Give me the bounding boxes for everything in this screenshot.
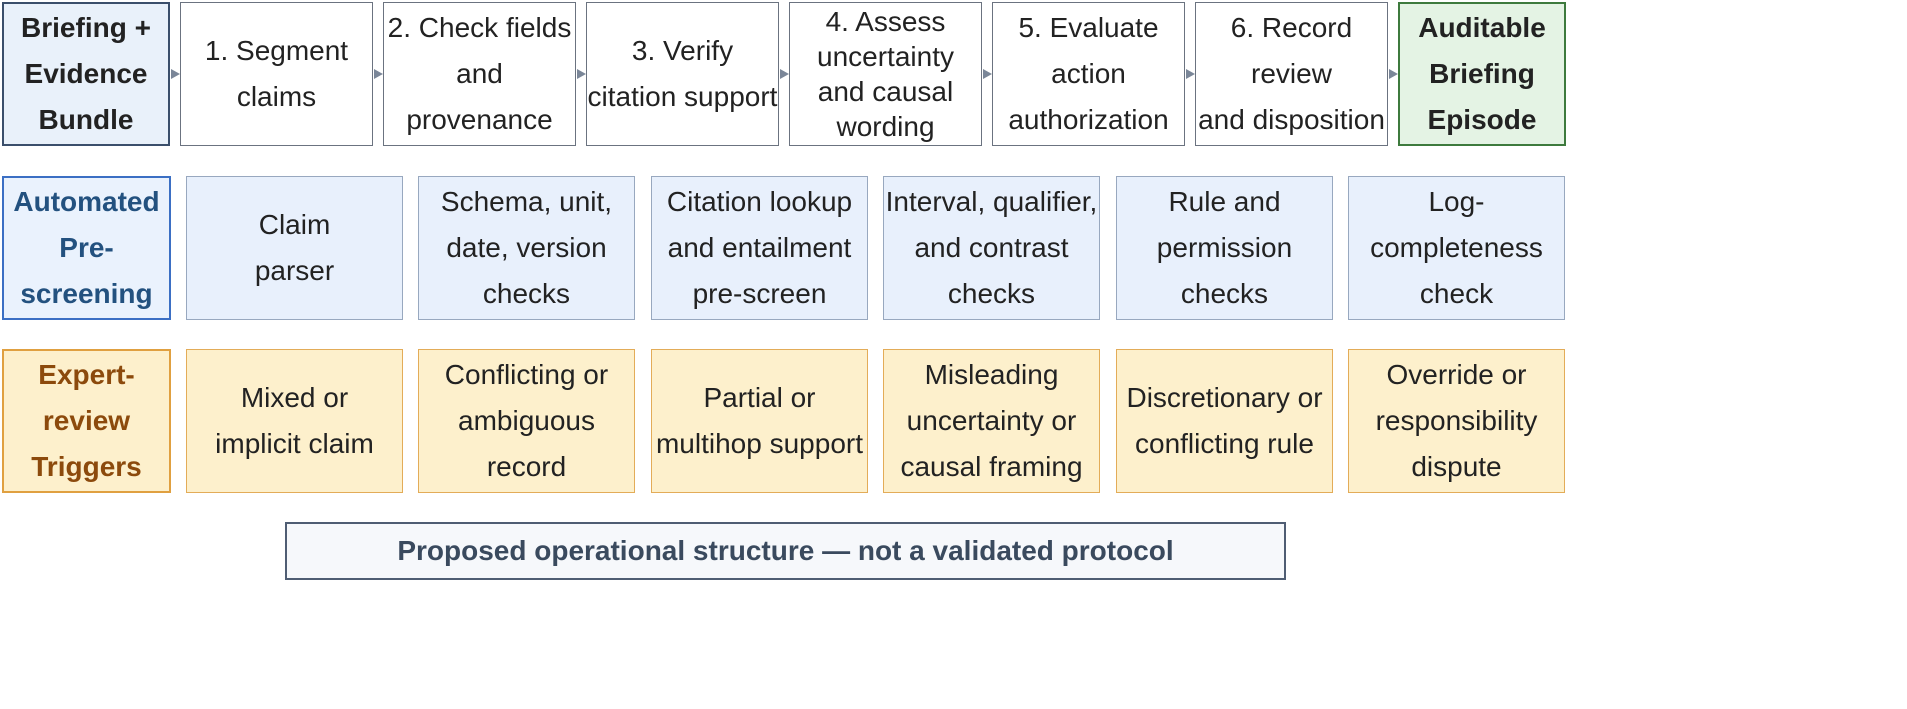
trigger-cell: Misleading uncertainty or causal framing	[883, 349, 1100, 493]
pipeline-step-1: 1. Segment claims	[180, 2, 373, 146]
trigger-cell: Partial or multihop support	[651, 349, 868, 493]
footer-note: Proposed operational structure — not a v…	[285, 522, 1286, 580]
pipeline-step-label: 2. Check fields and provenance	[387, 12, 572, 135]
automated-cell: Citation lookup and entailment pre-scree…	[651, 176, 868, 320]
pipeline-step-4: 4. Assess uncertainty and causal wording	[789, 2, 982, 146]
arrow-icon	[1186, 69, 1195, 79]
trigger-cell: Override or responsibility dispute	[1348, 349, 1565, 493]
automated-cell: Schema, unit, date, version checks	[418, 176, 635, 320]
pipeline-input-box: Briefing + Evidence Bundle	[2, 2, 170, 146]
pipeline-step-2: 2. Check fields and provenance	[383, 2, 576, 146]
pipeline-step-6: 6. Record review and disposition	[1195, 2, 1388, 146]
pipeline-step-label: 1. Segment claims	[204, 35, 349, 112]
pipeline-step-label: 5. Evaluate action authorization	[1008, 12, 1169, 135]
trigger-cell: Mixed or implicit claim	[186, 349, 403, 493]
pipeline-output-box: Auditable Briefing Episode	[1398, 2, 1566, 146]
pipeline-input-label: Briefing + Evidence Bundle	[21, 12, 151, 135]
pipeline-step-5: 5. Evaluate action authorization	[992, 2, 1185, 146]
automated-cell: Log-completeness check	[1348, 176, 1565, 320]
trigger-cell: Discretionary or conflicting rule	[1116, 349, 1333, 493]
automated-cell: Rule and permission checks	[1116, 176, 1333, 320]
pipeline-step-label: 4. Assess uncertainty and causal wording	[817, 6, 954, 142]
trigger-cell: Conflicting or ambiguous record	[418, 349, 635, 493]
automated-cell: Interval, qualifier, and contrast checks	[883, 176, 1100, 320]
automated-row-label: Automated Pre-screening	[2, 176, 171, 320]
arrow-icon	[1389, 69, 1398, 79]
arrow-icon	[171, 69, 180, 79]
arrow-icon	[780, 69, 789, 79]
triggers-row-label: Expert-review Triggers	[2, 349, 171, 493]
pipeline-step-3: 3. Verify citation support	[586, 2, 779, 146]
pipeline-step-label: 6. Record review and disposition	[1198, 12, 1385, 135]
arrow-icon	[983, 69, 992, 79]
arrow-icon	[577, 69, 586, 79]
pipeline-output-label: Auditable Briefing Episode	[1418, 12, 1546, 135]
automated-cell: Claim parser	[186, 176, 403, 320]
pipeline-step-label: 3. Verify citation support	[587, 35, 778, 112]
arrow-icon	[374, 69, 383, 79]
